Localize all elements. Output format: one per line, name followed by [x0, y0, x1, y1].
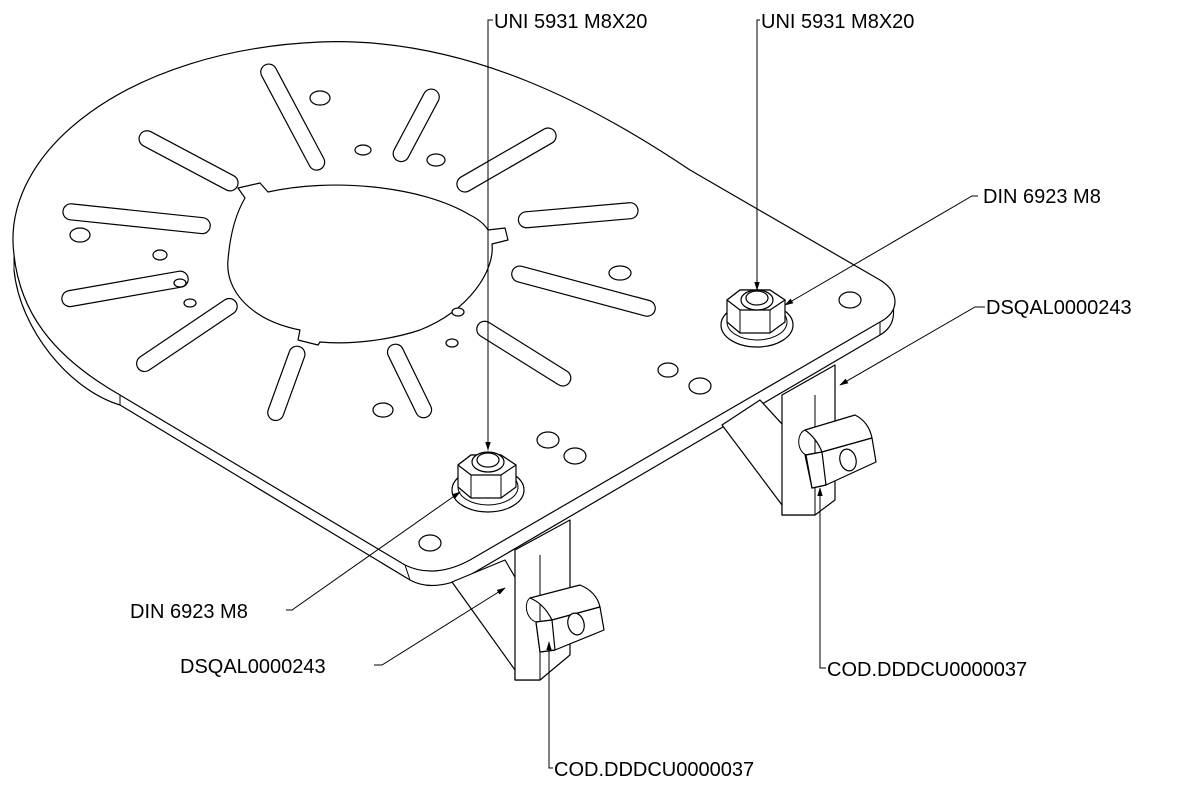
hole: [173, 278, 187, 288]
slot: [62, 203, 211, 235]
hole: [838, 291, 862, 309]
t-nut-left: [525, 584, 605, 653]
slot: [511, 265, 656, 317]
leader-nut-right: [817, 487, 826, 669]
slot: [476, 320, 572, 387]
label-bracket-left: DSQAL0000243: [180, 656, 326, 678]
slot: [267, 345, 306, 422]
radial-slots: [61, 63, 656, 422]
label-washer-right: DIN 6923 M8: [983, 186, 1101, 208]
label-washer-left: DIN 6923 M8: [130, 601, 248, 623]
central-bore: [227, 182, 509, 346]
leader-washer-left: [286, 491, 461, 611]
slot: [456, 127, 557, 193]
hole: [426, 153, 446, 167]
plate-holes: [69, 90, 862, 552]
hole: [69, 227, 91, 243]
hole: [608, 265, 632, 281]
leader-washer-right: [784, 195, 978, 306]
label-nut-left: COD.DDDCU0000037: [554, 759, 754, 781]
hole: [563, 447, 587, 465]
slot: [61, 270, 189, 308]
hole: [309, 90, 331, 106]
leader-bracket-right: [839, 306, 985, 386]
hole: [354, 144, 372, 156]
slot: [517, 202, 639, 229]
leader-screw-left: [485, 19, 493, 451]
hole: [418, 534, 442, 552]
slot: [136, 297, 238, 373]
t-nut-right: [798, 414, 877, 489]
slot: [260, 63, 326, 171]
slot: [386, 343, 433, 419]
hole: [536, 431, 560, 449]
plate-bottom-edge: [13, 269, 471, 586]
slot: [392, 88, 440, 163]
label-screw-left: UNI 5931 M8X20: [494, 11, 647, 33]
central-cutout: [227, 182, 509, 346]
hole: [372, 402, 394, 418]
slot: [138, 130, 239, 192]
hole: [152, 249, 168, 261]
leader-bracket-left: [374, 587, 506, 666]
hole: [688, 377, 712, 395]
hole: [183, 298, 197, 308]
label-bracket-right: DSQAL0000243: [986, 297, 1132, 319]
leader-screw-right: [754, 19, 760, 291]
label-screw-right: UNI 5931 M8X20: [761, 11, 914, 33]
label-nut-right: COD.DDDCU0000037: [827, 659, 1027, 681]
hole: [657, 362, 679, 378]
leader-nut-left: [546, 641, 553, 769]
leader-lines: [286, 19, 985, 769]
hole: [445, 338, 459, 348]
hole: [451, 307, 465, 317]
flange-nut-right: [720, 289, 794, 348]
flange-nut-left: [451, 451, 525, 513]
